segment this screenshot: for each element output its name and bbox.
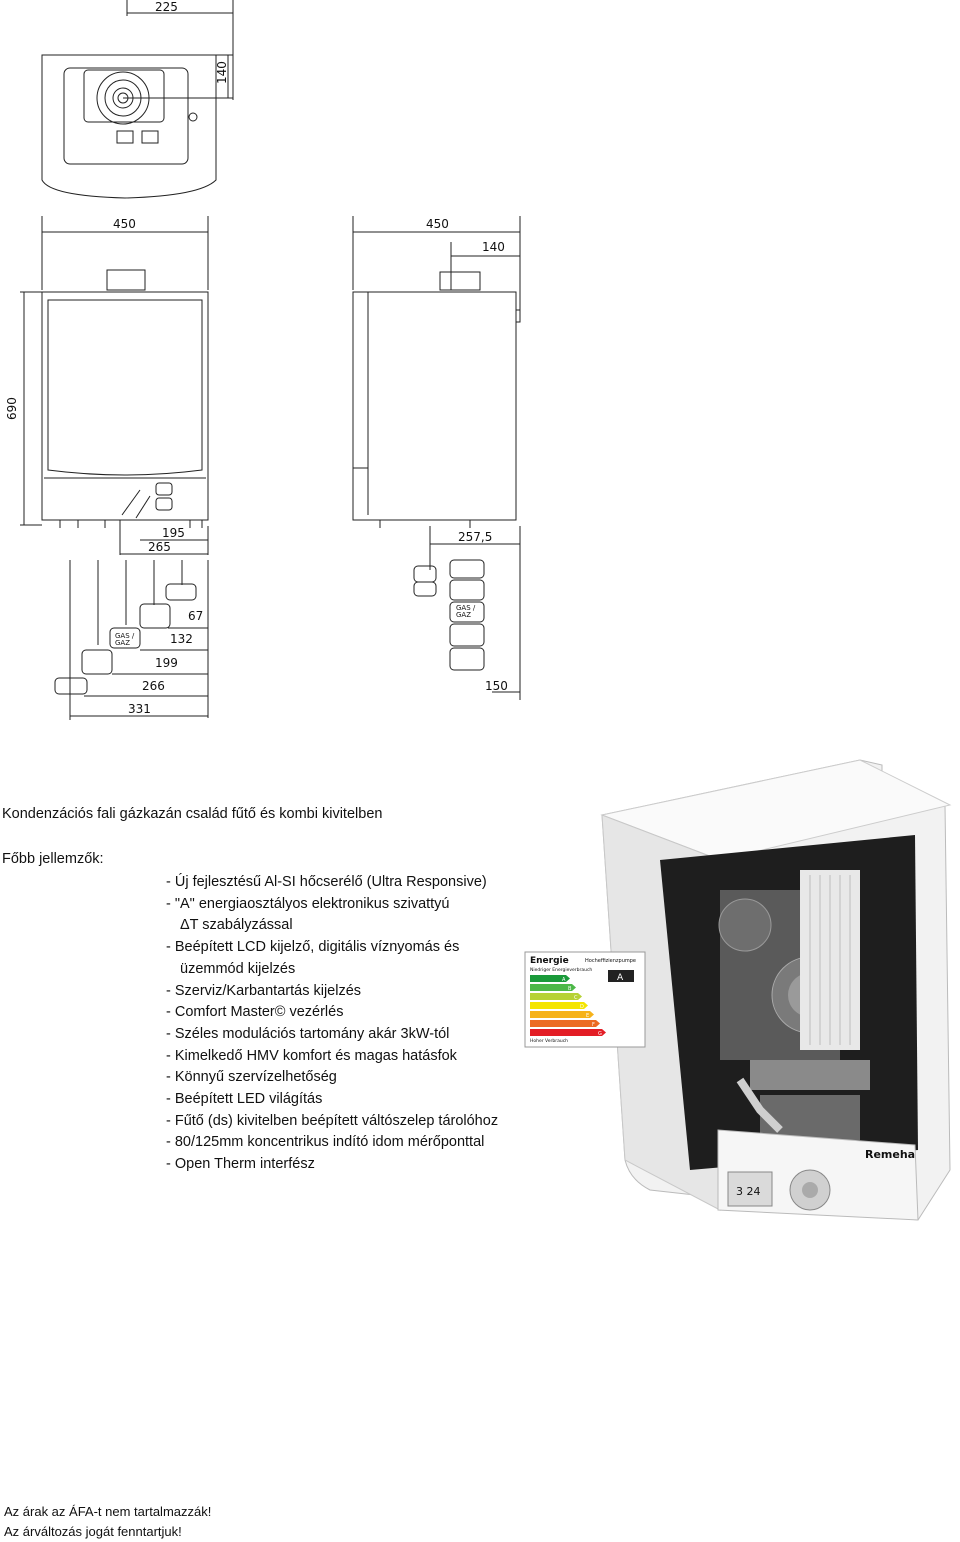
dim-top-depth: 140: [215, 61, 229, 84]
energy-bar-label: E: [586, 1013, 589, 1019]
feature-item: - Beépített LCD kijelző, digitális vízny…: [166, 939, 460, 956]
dim-side-offset: 140: [482, 240, 505, 254]
energy-bar-label: A: [562, 977, 566, 983]
conn-150: 150: [485, 679, 508, 693]
feature-item: - Comfort Master© vezérlés: [166, 1004, 344, 1021]
feature-item: - Szerviz/Karbantartás kijelzés: [166, 982, 362, 999]
top-view-outline: [41, 0, 234, 199]
gas-label-side: GAS /: [456, 604, 476, 612]
energy-bar-label: F: [592, 1022, 595, 1028]
feature-item-continued: ΔT szabályzással: [180, 917, 293, 934]
energy-bar-E: [530, 1011, 594, 1018]
boiler-product-image: 3 24 Remeha Energie Hocheffizienzpumpe N…: [524, 759, 952, 1221]
footer-price-note: Az árváltozás jogát fenntartjuk!: [4, 1524, 182, 1539]
feature-item: - Új fejlesztésű Al-SI hőcserélő (Ultra …: [166, 874, 487, 890]
gas-label-front: GAS /: [115, 632, 135, 640]
energy-bar-A: [530, 975, 570, 982]
conn-331: 331: [128, 702, 151, 716]
energy-bar-B: [530, 984, 576, 991]
feature-item: - Fűtő (ds) kivitelben beépített váltósz…: [166, 1112, 499, 1129]
energy-class: A: [617, 973, 624, 983]
connection-lines-front: [54, 560, 209, 720]
feature-item-continued: üzemmód kijelzés: [180, 960, 296, 977]
feature-item: - Könnyű szervízelhetőség: [166, 1069, 337, 1086]
energy-label-title: Energie: [530, 956, 569, 966]
connection-lines-side: [413, 559, 521, 700]
dim-front-width: 450: [113, 217, 136, 231]
energy-label: Energie Hocheffizienzpumpe Niedriger Ene…: [524, 951, 646, 1048]
side-view-outline: [352, 216, 521, 560]
energy-bar-C: [530, 993, 582, 1000]
energy-label-high: Hoher Verbrauch: [530, 1038, 568, 1044]
conn-132: 132: [170, 632, 193, 646]
energy-bar-label: G: [598, 1031, 602, 1037]
energy-bar-D: [530, 1002, 588, 1009]
feature-item: - 80/125mm koncentrikus indító idom mérő…: [166, 1134, 485, 1151]
feature-list: - Új fejlesztésű Al-SI hőcserélő (Ultra …: [166, 872, 498, 1176]
dim-front-265: 265: [148, 540, 171, 554]
dim-top-width: 225: [155, 0, 178, 14]
dim-front-195: 195: [162, 526, 185, 540]
energy-label-low: Niedriger Energieverbrauch: [530, 967, 592, 973]
features-title: Főbb jellemzők:: [2, 851, 104, 867]
dim-side-257: 257,5: [458, 530, 492, 544]
energy-bar-label: C: [574, 995, 578, 1001]
intro-text: Kondenzációs fali gázkazán család fűtő é…: [2, 806, 383, 822]
dimension-drawing: 225 140 450 450 140 690 195 265 257,5 67…: [5, 0, 521, 720]
conn-199: 199: [155, 656, 178, 670]
energy-label-sub: Hocheffizienzpumpe: [585, 958, 636, 964]
dim-height: 690: [5, 397, 19, 420]
energy-bar-G: [530, 1029, 606, 1036]
energy-bar-label: B: [568, 986, 572, 992]
gas-label-front-2: GAZ: [115, 639, 130, 647]
feature-item: - Kimelkedő HMV komfort és magas hatásfo…: [166, 1047, 457, 1064]
feature-item: - Széles modulációs tartomány akár 3kW-t…: [166, 1025, 450, 1042]
feature-item: - Beépített LED világítás: [166, 1091, 323, 1108]
boiler-display-value: 3 24: [736, 1185, 761, 1198]
conn-67: 67: [188, 609, 203, 623]
front-view-outline: [20, 216, 209, 555]
dim-side-width: 450: [426, 217, 449, 231]
feature-item: - Open Therm interfész: [166, 1156, 315, 1173]
gas-label-side-2: GAZ: [456, 611, 471, 619]
footer-vat-note: Az árak az ÁFA-t nem tartalmazzák!: [4, 1504, 212, 1519]
energy-bar-label: D: [580, 1004, 584, 1010]
feature-item: - "A" energiaosztályos elektronikus sziv…: [166, 895, 450, 912]
energy-bar-F: [530, 1020, 600, 1027]
brand-logo: Remeha: [865, 1148, 915, 1161]
conn-266: 266: [142, 679, 165, 693]
